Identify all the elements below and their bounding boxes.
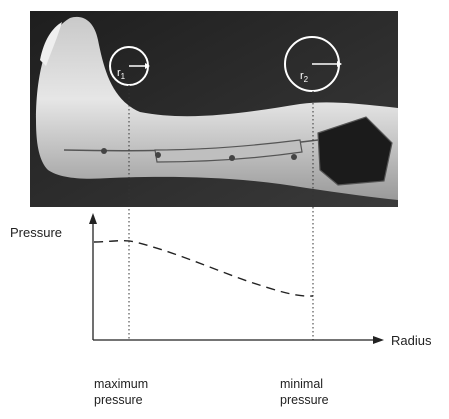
minimal-pressure-line2: pressure [280, 392, 329, 408]
minimal-pressure-label: minimal pressure [280, 376, 329, 408]
maximum-pressure-line2: pressure [94, 392, 148, 408]
y-axis-arrow [89, 213, 97, 224]
y-axis-label: Pressure [10, 225, 62, 240]
sensor-dot [155, 152, 161, 158]
x-axis-arrow [373, 336, 384, 344]
sensor-dot [101, 148, 107, 154]
leg-photo: r1 r2 [30, 11, 398, 207]
graph-axes: Pressure Radius [10, 213, 432, 348]
x-axis-label: Radius [391, 333, 432, 348]
minimal-pressure-line1: minimal [280, 376, 329, 392]
sensor-dot [229, 155, 235, 161]
sensor-dot [291, 154, 297, 160]
pressure-curve [94, 241, 313, 296]
maximum-pressure-line1: maximum [94, 376, 148, 392]
maximum-pressure-label: maximum pressure [94, 376, 148, 408]
